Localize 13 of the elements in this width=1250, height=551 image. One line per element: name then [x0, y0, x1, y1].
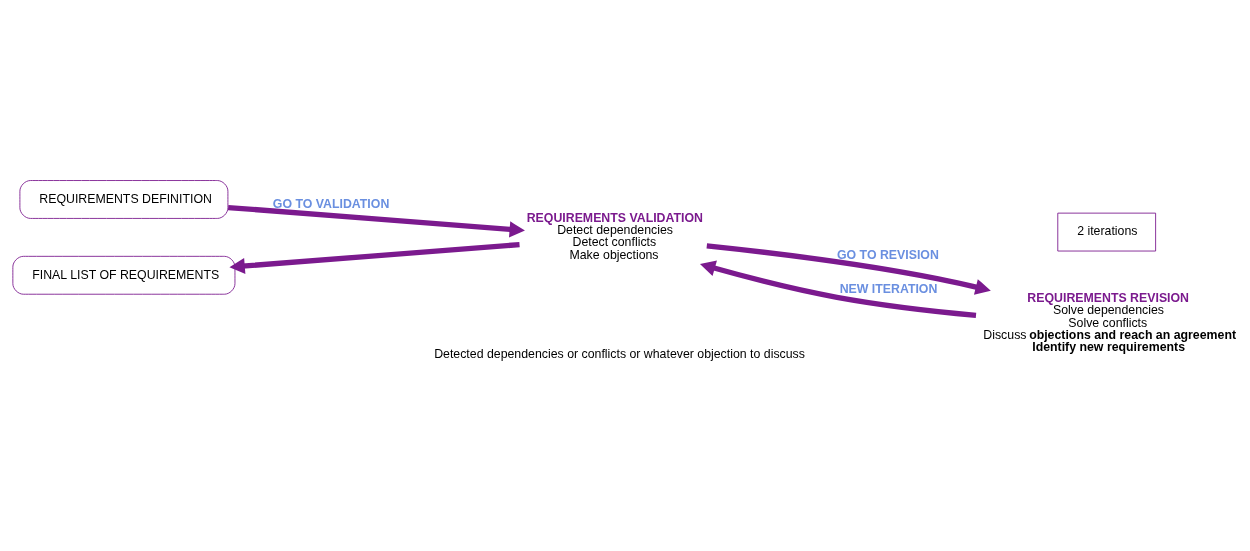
arrow: [706, 243, 991, 295]
node-box: REQUIREMENTS DEFINITION: [19, 180, 229, 219]
edge-label: GO TO VALIDATION: [272, 196, 390, 211]
node-text: REQUIREMENTS VALIDATION Detect dependencies Detect conflicts Make objections: [526, 210, 703, 262]
edge-label: NEW ITERATION: [839, 282, 938, 297]
arrow: [229, 241, 520, 274]
node-box: 2 iterations: [1057, 212, 1157, 252]
node-text: REQUIREMENTS REVISION Solve dependencies Solve conflicts Discuss objections and reach an agreement Identify new requirements: [983, 290, 1237, 355]
arrow: [699, 260, 977, 318]
edge-label: GO TO REVISION: [836, 247, 939, 262]
label: Detected dependencies or conflicts or whatever objection to discuss: [434, 346, 805, 361]
arrow: [227, 204, 525, 238]
node-box: FINAL LIST OF REQUIREMENTS: [12, 255, 236, 295]
